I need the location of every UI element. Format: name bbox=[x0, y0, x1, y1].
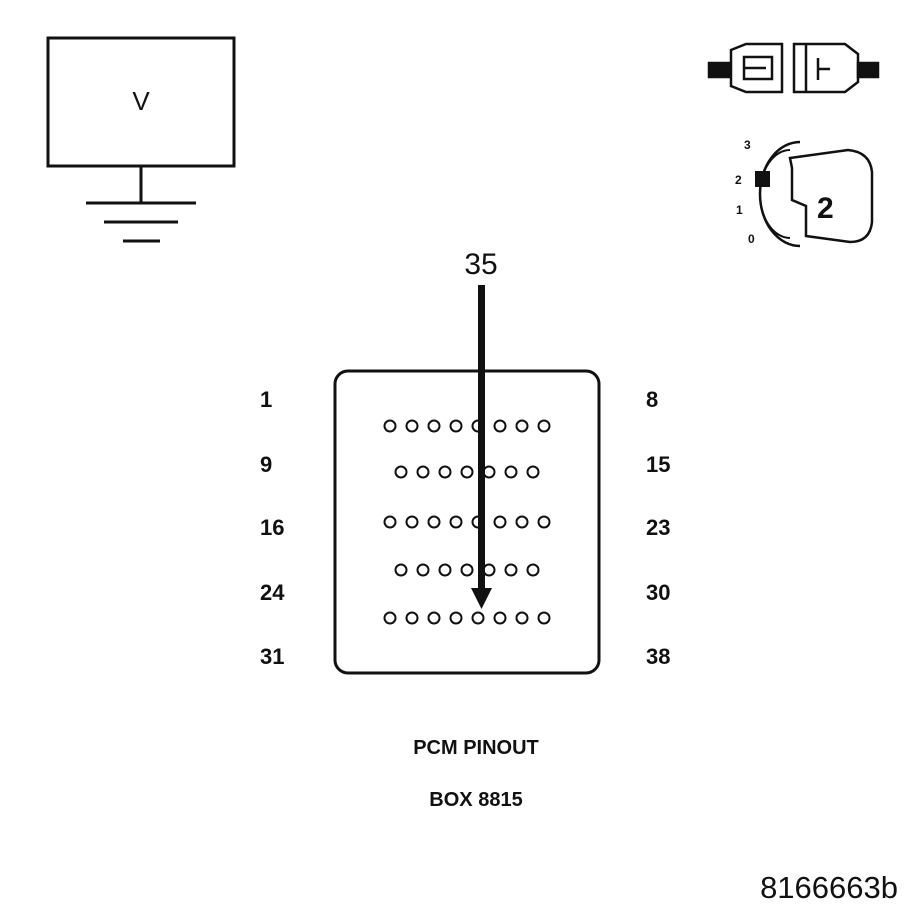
voltmeter-symbol: V bbox=[132, 86, 150, 116]
pin-label-left-row-3: 16 bbox=[260, 515, 284, 540]
pin-15 bbox=[526, 465, 540, 479]
pin-38 bbox=[537, 611, 551, 625]
voltmeter: V bbox=[46, 36, 236, 243]
pin-26 bbox=[438, 563, 452, 577]
arrow-shaft bbox=[478, 285, 485, 591]
pin-32 bbox=[405, 611, 419, 625]
pin-17 bbox=[405, 515, 419, 529]
pin-13 bbox=[482, 465, 496, 479]
pin-label-right-row-3: 23 bbox=[646, 515, 670, 540]
pin-35 bbox=[471, 611, 485, 625]
pin-1 bbox=[383, 419, 397, 433]
pin-29 bbox=[504, 563, 518, 577]
pin-33 bbox=[427, 611, 441, 625]
ignition-key-icon: 3 2 1 0 2 bbox=[735, 138, 874, 248]
pin-23 bbox=[537, 515, 551, 529]
ignition-mark-0: 0 bbox=[748, 232, 755, 246]
pin-label-right-row-1: 8 bbox=[646, 387, 658, 412]
pin-12 bbox=[460, 465, 474, 479]
pin-19 bbox=[449, 515, 463, 529]
pin-34 bbox=[449, 611, 463, 625]
figure-code: 8166663b bbox=[760, 870, 898, 905]
pin-36 bbox=[493, 611, 507, 625]
arrow-head bbox=[471, 588, 492, 609]
pin-4 bbox=[449, 419, 463, 433]
pin-14 bbox=[504, 465, 518, 479]
pin-37 bbox=[515, 611, 529, 625]
pin-6 bbox=[493, 419, 507, 433]
pin-label-right-row-5: 38 bbox=[646, 644, 670, 669]
ignition-position-value: 2 bbox=[817, 192, 834, 225]
pin-2 bbox=[405, 419, 419, 433]
pin-10 bbox=[416, 465, 430, 479]
pin-label-left-row-2: 9 bbox=[260, 452, 272, 477]
test-pin-label: 35 bbox=[464, 248, 497, 281]
pin-18 bbox=[427, 515, 441, 529]
ignition-mark-3: 3 bbox=[744, 138, 751, 152]
pin-27 bbox=[460, 563, 474, 577]
pin-label-left-row-1: 1 bbox=[260, 387, 272, 412]
pin-21 bbox=[493, 515, 507, 529]
pin-16 bbox=[383, 515, 397, 529]
pin-7 bbox=[515, 419, 529, 433]
pin-31 bbox=[383, 611, 397, 625]
pin-label-right-row-2: 15 bbox=[646, 452, 670, 477]
ignition-mark-1: 1 bbox=[736, 203, 743, 217]
pin-25 bbox=[416, 563, 430, 577]
test-probe-arrow: 35 bbox=[464, 248, 498, 609]
caption-subtitle: BOX 8815 bbox=[429, 789, 522, 811]
connector-disconnect-icon bbox=[707, 42, 880, 94]
pin-8 bbox=[537, 419, 551, 433]
caption-title: PCM PINOUT bbox=[413, 737, 539, 759]
pin-label-left-row-5: 31 bbox=[260, 644, 284, 669]
ignition-mark-2: 2 bbox=[735, 173, 742, 187]
pin-grid bbox=[383, 419, 551, 625]
pin-labels-right: 8 15 23 30 38 bbox=[646, 387, 670, 669]
pin-24 bbox=[394, 563, 408, 577]
pin-11 bbox=[438, 465, 452, 479]
pin-22 bbox=[515, 515, 529, 529]
pin-3 bbox=[427, 419, 441, 433]
pcm-connector-body bbox=[333, 369, 601, 675]
pin-label-right-row-4: 30 bbox=[646, 580, 670, 605]
pin-labels-left: 1 9 16 24 31 bbox=[260, 387, 285, 669]
pin-30 bbox=[526, 563, 540, 577]
pin-label-left-row-4: 24 bbox=[260, 580, 285, 605]
pin-28 bbox=[482, 563, 496, 577]
pin-9 bbox=[394, 465, 408, 479]
